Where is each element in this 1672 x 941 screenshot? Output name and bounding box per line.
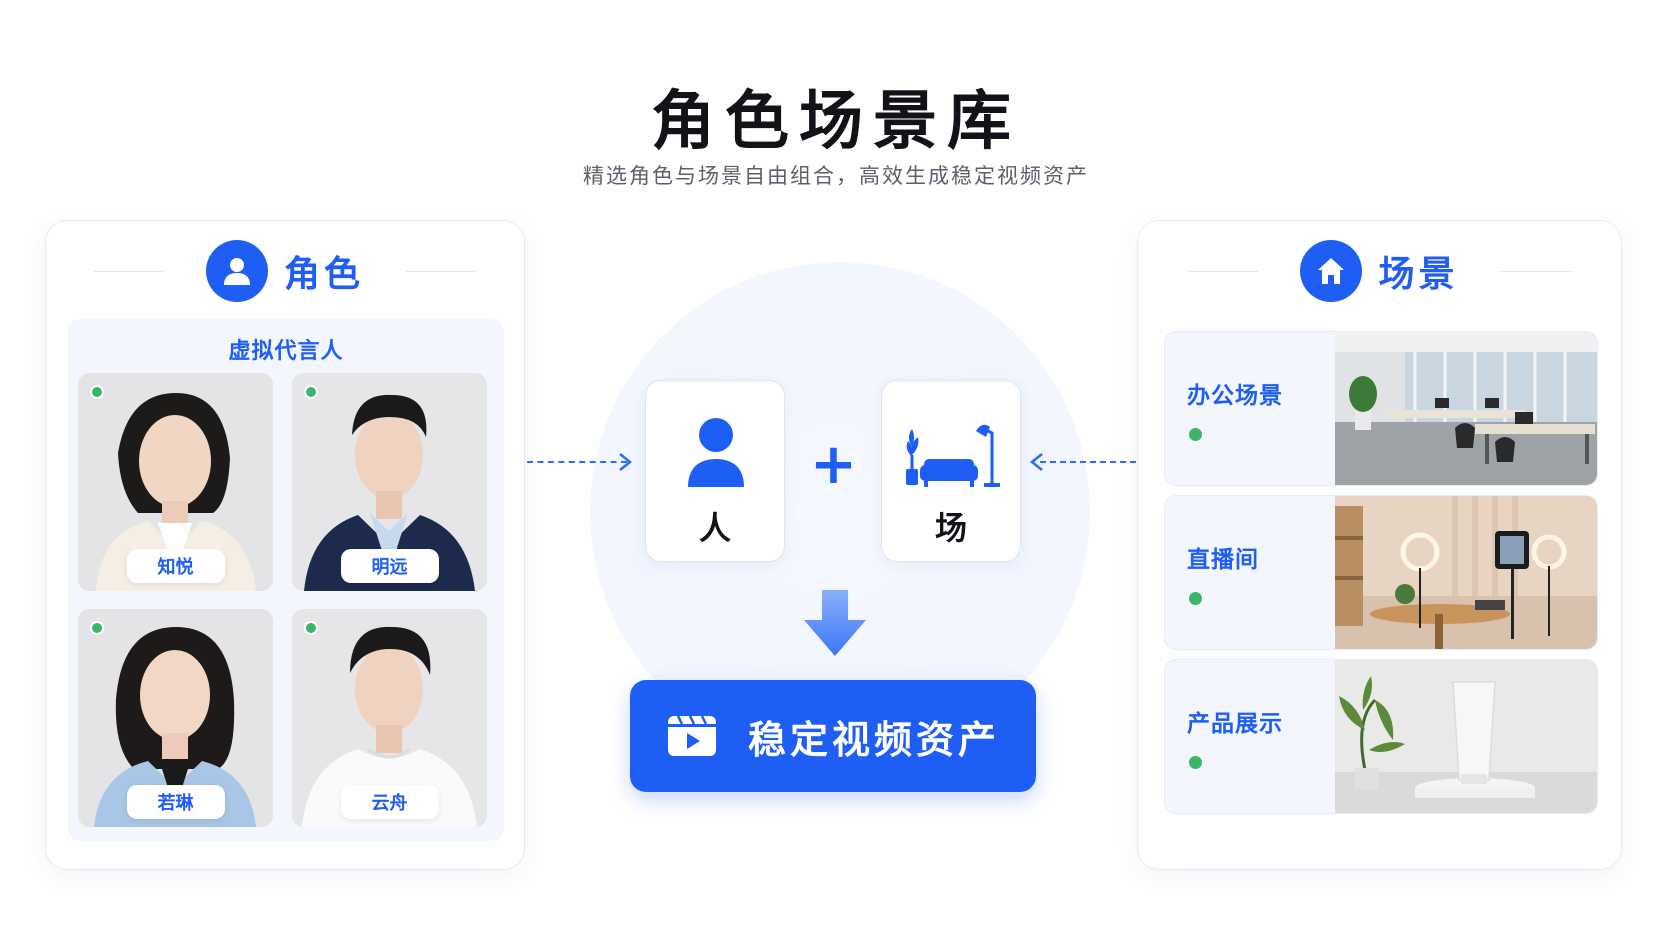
portrait-female-blue-blazer <box>78 609 273 827</box>
person-card[interactable]: 人 <box>645 380 785 562</box>
stable-video-asset-button[interactable]: 稳定视频资产 <box>630 680 1036 792</box>
avatar-name: 明远 <box>340 549 439 583</box>
result-label: 稳定视频资产 <box>747 717 1000 762</box>
arrow-right-icon <box>619 453 632 471</box>
scene-card-center[interactable]: 场 <box>881 380 1021 562</box>
scene-label: 产品展示 <box>1187 711 1283 737</box>
user-icon <box>205 240 268 302</box>
scene-label: 办公场景 <box>1187 383 1283 409</box>
scene-item-livestream[interactable]: 直播间 <box>1164 495 1598 650</box>
sofa-lamp-icon <box>906 424 1000 487</box>
scenes-panel: 场景 办公场景 直播间 <box>1137 220 1622 870</box>
arrow-left-connector <box>527 461 627 463</box>
scene-label: 直播间 <box>1187 547 1259 573</box>
home-icon <box>1300 240 1363 302</box>
arrow-down-icon <box>804 590 866 656</box>
avatar-name: 若琳 <box>126 785 225 819</box>
portrait-male-navy-suit <box>292 373 487 591</box>
product-scene-image <box>1335 660 1597 813</box>
group-title: 虚拟代言人 <box>228 339 344 364</box>
scene-item-product[interactable]: 产品展示 <box>1164 659 1598 814</box>
scenes-panel-header: 场景 <box>1138 239 1621 303</box>
arrow-left-icon <box>1030 453 1043 471</box>
avatar-group: 虚拟代言人 知悦 <box>68 319 504 841</box>
avatar-card-ruolin[interactable]: 若琳 <box>78 609 273 827</box>
page-title: 角色场景库 <box>651 85 1021 159</box>
divider <box>406 270 476 272</box>
roles-panel: 角色 虚拟代言人 知悦 <box>45 220 525 870</box>
avatar-name: 云舟 <box>340 785 439 819</box>
person-label: 人 <box>698 509 731 547</box>
online-status-dot <box>1189 428 1202 441</box>
online-status-dot <box>1189 592 1202 605</box>
plus-icon: + <box>810 432 857 497</box>
divider <box>93 270 164 272</box>
online-status-dot <box>304 621 318 635</box>
avatar-card-zhiyue[interactable]: 知悦 <box>78 373 273 591</box>
scenes-heading: 场景 <box>1378 254 1459 295</box>
video-icon <box>667 715 716 756</box>
online-status-dot <box>304 385 318 399</box>
divider <box>1500 270 1571 272</box>
arrow-right-connector <box>1040 461 1136 463</box>
page-subtitle: 精选角色与场景自由组合，高效生成稳定视频资产 <box>583 164 1089 188</box>
roles-panel-header: 角色 <box>46 239 524 303</box>
portrait-female-white-blazer <box>78 373 273 591</box>
avatar-card-yunzhou[interactable]: 云舟 <box>292 609 487 827</box>
person-icon <box>688 418 744 487</box>
divider <box>1188 270 1259 272</box>
avatar-card-mingyuan[interactable]: 明远 <box>292 373 487 591</box>
scene-label-center: 场 <box>934 509 967 547</box>
avatar-name: 知悦 <box>126 549 225 583</box>
online-status-dot <box>1189 756 1202 769</box>
office-scene-image <box>1335 332 1597 485</box>
livestream-scene-image <box>1335 496 1597 649</box>
online-status-dot <box>90 621 104 635</box>
roles-heading: 角色 <box>283 254 364 295</box>
scene-item-office[interactable]: 办公场景 <box>1164 331 1598 486</box>
online-status-dot <box>90 385 104 399</box>
